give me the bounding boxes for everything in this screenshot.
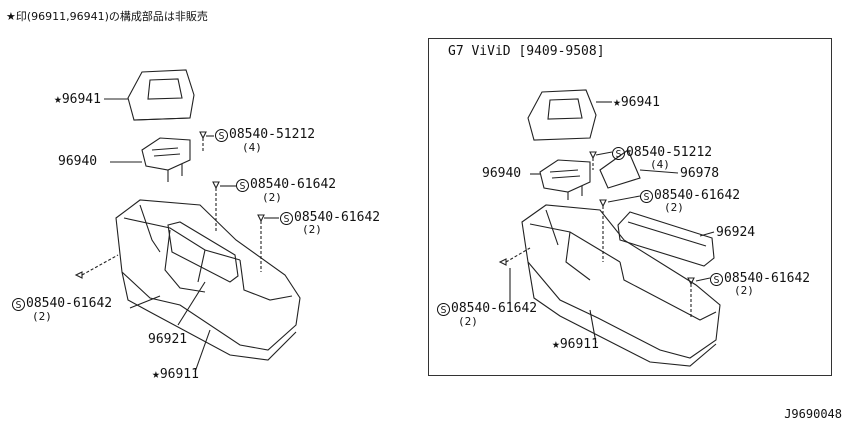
qty-left-bolt-2: (2)	[262, 191, 282, 204]
bolt-symbol: S	[612, 147, 625, 160]
left-insert-96921	[167, 221, 239, 283]
right-leaders	[509, 101, 715, 344]
label-left-96941: ★96941	[54, 92, 101, 107]
left-screws	[74, 131, 265, 279]
bolt-symbol: S	[215, 129, 228, 142]
left-cover-96941	[127, 69, 195, 121]
diagram-code: J9690048	[784, 407, 842, 421]
qty-left-bolt-1: (4)	[242, 141, 262, 154]
qty-right-bolt-4: (2)	[458, 315, 478, 328]
qty-right-bolt-1: (4)	[650, 158, 670, 171]
label-right-96978: 96978	[680, 166, 720, 181]
bolt-symbol: S	[280, 212, 293, 225]
right-bracket-96940	[539, 159, 591, 200]
label-right-96924: 96924	[716, 225, 756, 240]
right-screws	[498, 151, 695, 318]
right-tray-96924	[617, 211, 715, 267]
qty-right-bolt-3: (2)	[734, 284, 754, 297]
right-cover-96941	[527, 89, 597, 141]
bolt-symbol: S	[710, 273, 723, 286]
qty-right-bolt-2: (2)	[664, 201, 684, 214]
bolt-symbol: S	[12, 298, 25, 311]
bolt-symbol: S	[236, 179, 249, 192]
label-right-96940: 96940	[482, 166, 522, 181]
left-console-96911	[115, 199, 301, 361]
variant-title: G7 ViViD [9409-9508]	[448, 44, 605, 59]
right-console-96911	[521, 204, 721, 367]
qty-left-bolt-4: (2)	[32, 310, 52, 323]
label-left-96921: 96921	[148, 332, 188, 347]
left-bracket-96940	[141, 137, 191, 182]
label-left-96940: 96940	[58, 154, 98, 169]
bolt-symbol: S	[437, 303, 450, 316]
left-leaders	[104, 98, 279, 373]
label-right-96941: ★96941	[613, 95, 660, 110]
qty-left-bolt-3: (2)	[302, 223, 322, 236]
non-sale-note: ★印(96911,96941)の構成部品は非販売	[6, 10, 208, 23]
label-right-96911: ★96911	[552, 337, 599, 352]
label-left-96911: ★96911	[152, 367, 199, 382]
bolt-symbol: S	[640, 190, 653, 203]
variant-frame	[428, 38, 832, 376]
